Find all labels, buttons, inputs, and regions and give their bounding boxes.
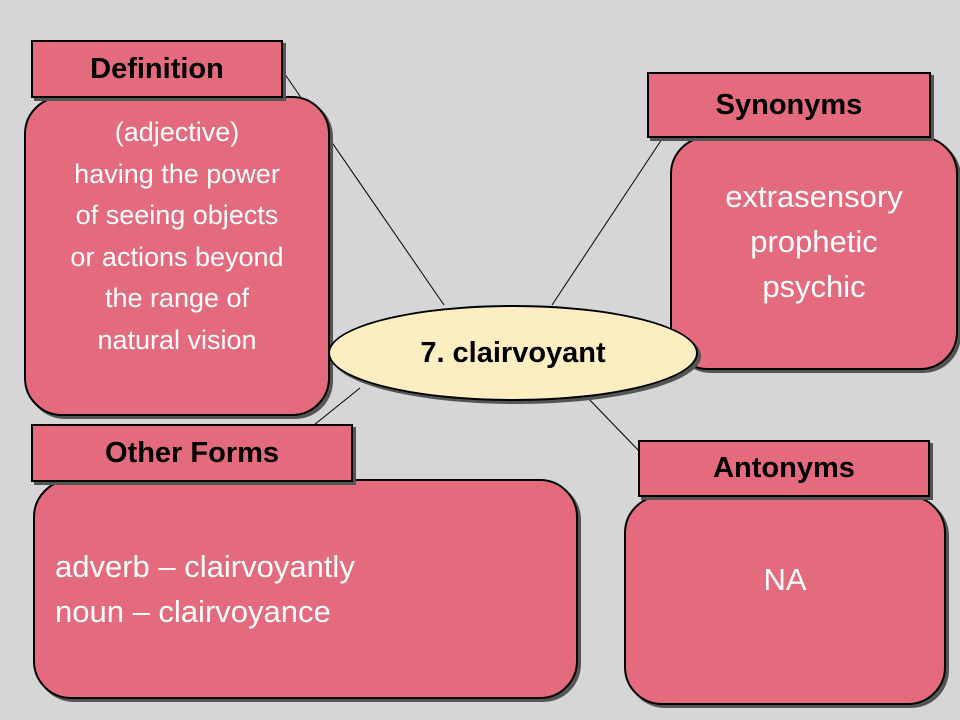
synonyms-heading: Synonyms <box>647 72 931 138</box>
synonyms-text: extrasensory prophetic psychic <box>672 174 956 309</box>
connector-synonyms <box>551 135 665 306</box>
definition-line: (adjective) <box>114 117 240 147</box>
definition-line: having the power <box>74 158 280 189</box>
antonym-item: NA <box>763 562 807 597</box>
antonyms-box: NA <box>624 495 946 705</box>
antonyms-text: NA <box>626 557 944 602</box>
other-forms-text: adverb – clairvoyantly noun – clairvoyan… <box>55 544 355 634</box>
definition-line: the range of <box>104 283 250 313</box>
synonym-item: prophetic <box>750 224 878 259</box>
other-forms-heading: Other Forms <box>31 424 353 482</box>
definition-line: or actions beyond <box>70 241 284 272</box>
connector-other-forms <box>313 387 361 426</box>
other-form-item: noun – clairvoyance <box>55 594 331 629</box>
definition-line: natural vision <box>97 324 257 355</box>
connector-antonyms <box>584 394 641 453</box>
synonyms-box: extrasensory prophetic psychic <box>670 136 958 370</box>
center-term: 7. clairvoyant <box>328 305 698 401</box>
synonym-item: psychic <box>762 269 866 304</box>
definition-text: (adjective) having the power of seeing o… <box>26 112 328 361</box>
definition-heading: Definition <box>31 40 283 98</box>
other-form-item: adverb – clairvoyantly <box>55 549 355 584</box>
synonym-item: extrasensory <box>725 179 903 214</box>
antonyms-heading: Antonyms <box>638 440 930 497</box>
other-forms-box: adverb – clairvoyantly noun – clairvoyan… <box>33 479 578 699</box>
definition-line: of seeing objects <box>75 200 279 230</box>
definition-box: (adjective) having the power of seeing o… <box>24 96 330 416</box>
